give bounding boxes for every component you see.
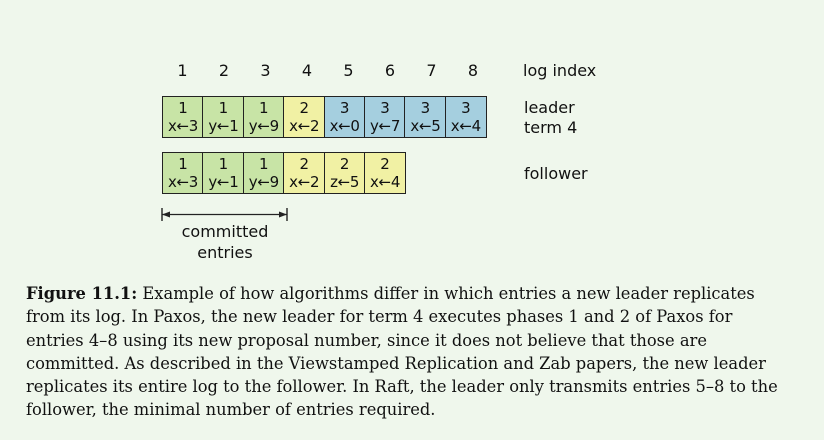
figure-caption-text: Example of how algorithms differ in whic…	[26, 284, 778, 420]
entry-command: x←3	[167, 173, 199, 191]
entry-command: x←2	[289, 173, 320, 191]
entry-term: 2	[339, 155, 350, 173]
entry-term: 3	[339, 99, 350, 117]
leader-label-line1: leader	[524, 98, 575, 117]
entry-command: x←4	[450, 117, 481, 135]
entry-term: 1	[218, 99, 229, 117]
figure-label: Figure 11.1:	[26, 284, 138, 303]
entry-term: 1	[259, 155, 269, 173]
entry-command: y←1	[208, 173, 239, 191]
leader-label: leader term 4	[524, 98, 577, 138]
committed-bracket	[161, 208, 288, 221]
entry-command: y←9	[248, 173, 279, 191]
figure-caption: Figure 11.1: Example of how algorithms d…	[26, 282, 786, 422]
entry-term: 2	[299, 99, 309, 117]
log-index-5: 5	[343, 61, 354, 80]
entry-term: 2	[380, 155, 390, 173]
log-index-6: 6	[384, 61, 396, 80]
log-index-8: 8	[467, 61, 479, 80]
log-index-1: 1	[177, 61, 188, 80]
entry-command: x←2	[289, 117, 320, 135]
entry-term: 1	[259, 99, 269, 117]
entry-command: x←5	[410, 117, 441, 135]
bracket-left-arrow	[162, 211, 170, 218]
entry-term: 3	[461, 99, 471, 117]
entry-command: x←0	[329, 117, 360, 135]
committed-label-line1: committed	[181, 222, 269, 241]
log-index-4: 4	[301, 61, 313, 80]
entry-command: x←4	[369, 173, 401, 191]
entry-term: 1	[218, 155, 229, 173]
log-index-7: 7	[426, 61, 437, 80]
entry-command: z←5	[330, 173, 360, 191]
entry-term: 3	[380, 99, 390, 117]
log-index-label: log index	[523, 61, 597, 80]
entry-term: 3	[420, 99, 431, 117]
bracket-right-arrow	[279, 211, 287, 218]
committed-label-line2: entries	[197, 243, 253, 262]
entry-command: y←9	[248, 117, 279, 135]
entry-command: y←7	[369, 117, 401, 135]
log-index-2: 2	[218, 61, 230, 80]
entry-command: y←1	[208, 117, 239, 135]
entry-term: 2	[299, 155, 309, 173]
leader-label-line2: term 4	[524, 118, 578, 137]
entry-term: 1	[178, 99, 188, 117]
log-index-3: 3	[260, 61, 271, 80]
entry-command: x←3	[167, 117, 199, 135]
entry-term: 1	[178, 155, 188, 173]
follower-label: follower	[524, 164, 588, 183]
committed-entries-label: committed entries	[170, 221, 280, 263]
